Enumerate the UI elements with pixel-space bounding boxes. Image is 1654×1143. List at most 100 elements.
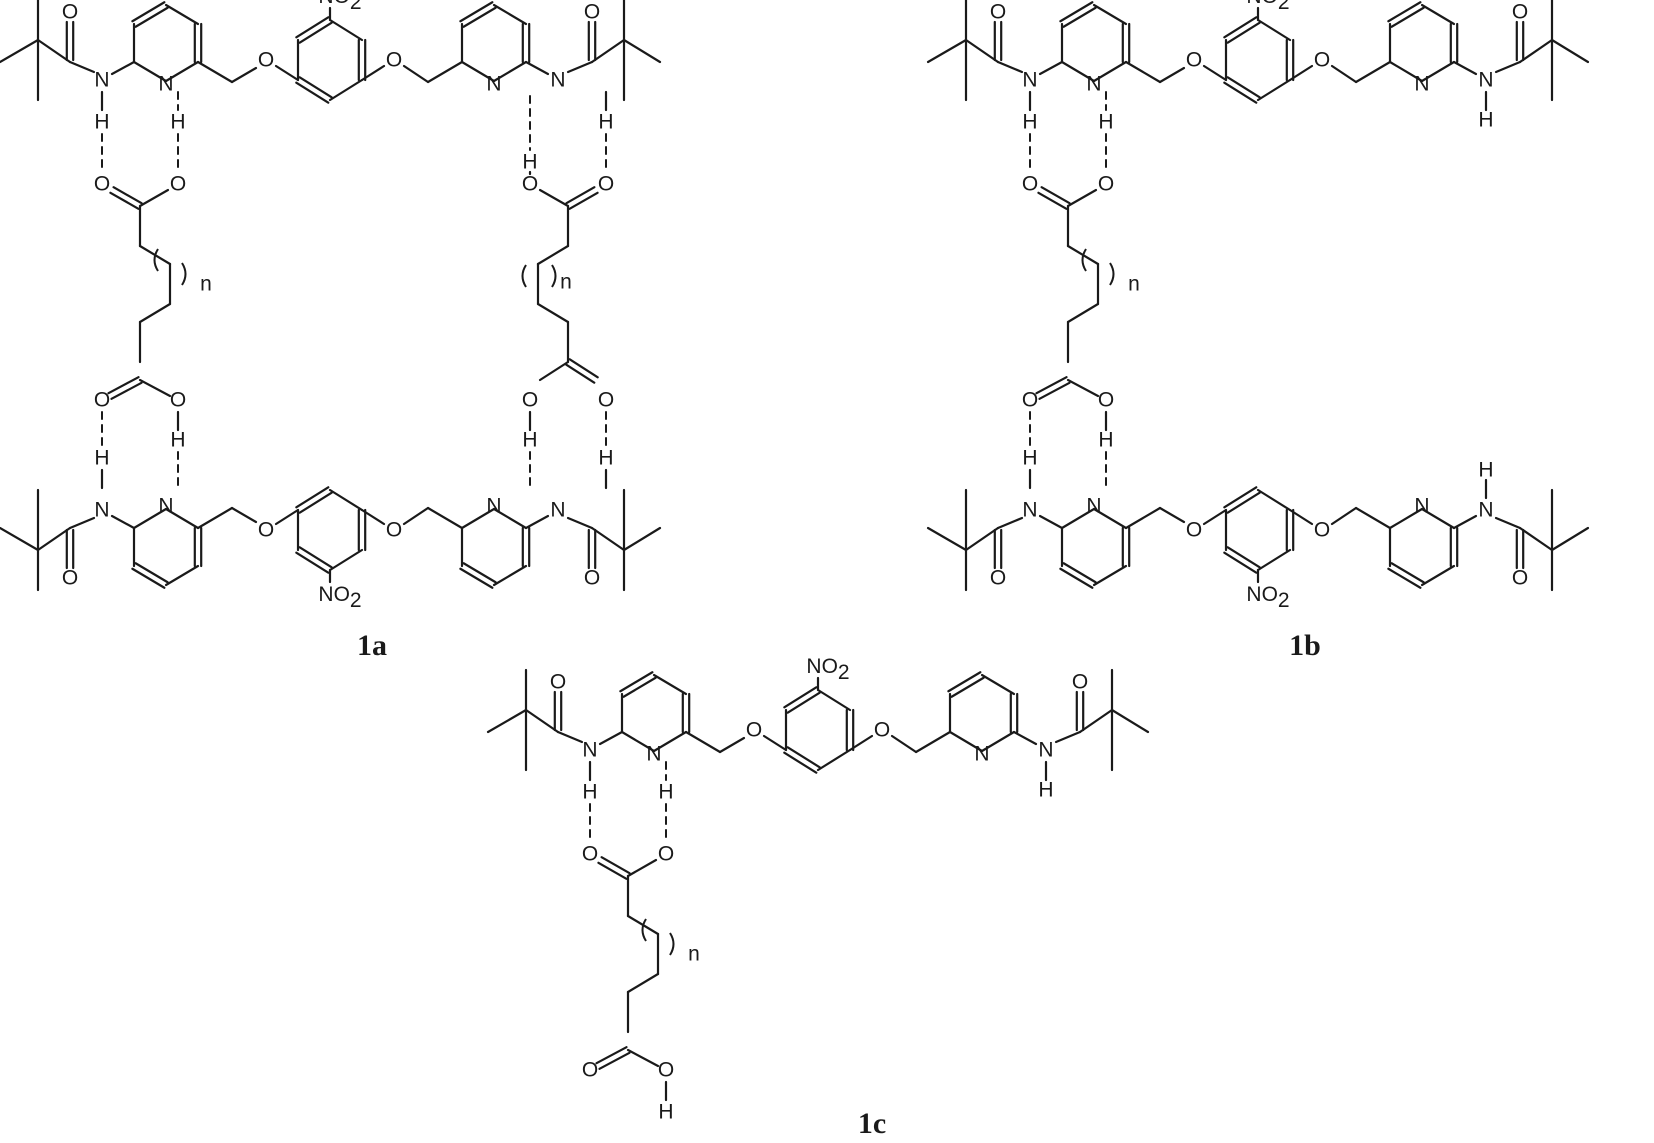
bond: [1202, 64, 1228, 82]
nitro-group-label: NO2: [318, 583, 361, 612]
double-bond: [1387, 567, 1422, 589]
carbonyl-o-label: O: [1512, 567, 1528, 590]
acid-bond: [1066, 378, 1100, 398]
bond: [1256, 548, 1292, 572]
double-bond: [1226, 491, 1261, 514]
bond: [926, 526, 968, 552]
bond: [848, 734, 874, 752]
bond: [1092, 3, 1128, 26]
bond: [598, 730, 624, 746]
bond: [980, 730, 1016, 753]
hydrogen-label: H: [94, 111, 109, 134]
repeat-index-label: n: [688, 943, 700, 966]
bond: [1452, 60, 1478, 76]
bond: [1452, 514, 1478, 530]
caption-1c: 1c: [858, 1107, 886, 1140]
caption-1a: 1a: [357, 629, 387, 662]
hydrogen-label: H: [1098, 111, 1113, 134]
bond: [996, 60, 1024, 74]
bond: [1158, 506, 1186, 524]
double-bond: [131, 567, 166, 589]
bond: [816, 688, 852, 712]
double-bond: [459, 567, 494, 589]
bond: [684, 730, 722, 754]
bond: [426, 506, 464, 530]
ether-o-label: O: [1314, 49, 1330, 72]
acid-hydroxyl-o-label: O: [658, 1059, 674, 1082]
carbonyl-o-label: O: [584, 1, 600, 24]
bond: [486, 708, 528, 734]
repeat-bracket: [1109, 262, 1115, 286]
double-bond: [134, 562, 169, 584]
double-bond: [622, 676, 657, 698]
ether-o-label: O: [386, 519, 402, 542]
ether-o-label: O: [874, 719, 890, 742]
bond: [524, 60, 550, 76]
pyridine-n-label: N: [646, 743, 661, 766]
hydrogen-label: H: [1022, 111, 1037, 134]
acid-carbonyl-o-label: O: [94, 173, 110, 196]
chain-bond: [536, 244, 570, 266]
double-bond: [1223, 486, 1258, 509]
bond: [652, 730, 688, 753]
acid-bond: [138, 188, 170, 208]
bond: [652, 673, 688, 696]
acid-hydroxyl-o-label: O: [658, 843, 674, 866]
bond: [556, 730, 584, 744]
acid-bond: [138, 378, 172, 398]
amide-n-label: N: [94, 499, 109, 522]
bond: [164, 3, 200, 26]
hydrogen-label: H: [1478, 459, 1493, 482]
acid-hydroxyl-o-label: O: [522, 389, 538, 412]
chain-bond: [626, 972, 660, 994]
acid-carbonyl-o-label: O: [582, 843, 598, 866]
ether-o-label: O: [1186, 519, 1202, 542]
bond: [1494, 60, 1522, 74]
bond: [1092, 507, 1128, 530]
bond: [524, 708, 560, 734]
bond: [980, 673, 1016, 696]
amide-n-label: N: [1038, 739, 1053, 762]
bond: [274, 508, 300, 526]
acid-double-bond: [110, 381, 143, 400]
ether-o-label: O: [258, 49, 274, 72]
acid-double-bond: [1040, 186, 1071, 205]
bond: [1494, 516, 1522, 530]
bond: [816, 748, 852, 772]
bond: [622, 526, 662, 552]
double-bond: [295, 81, 330, 104]
carbonyl-o-label: O: [990, 567, 1006, 590]
double-bond: [1223, 16, 1258, 39]
bond: [890, 734, 918, 754]
bond: [68, 60, 96, 74]
bond: [1288, 508, 1314, 526]
bond: [524, 514, 550, 530]
repeat-bracket: [153, 248, 159, 272]
hydrogen-label: H: [522, 151, 537, 174]
double-bond: [786, 746, 821, 769]
bond: [926, 38, 968, 64]
bond: [1124, 60, 1162, 84]
nitro-group-label: NO2: [806, 655, 849, 684]
repeat-bracket: [641, 918, 647, 942]
acid-bond: [538, 188, 570, 208]
carbonyl-o-label: O: [1072, 671, 1088, 694]
double-bond: [947, 671, 982, 693]
acid-double-bond: [1035, 376, 1068, 395]
acid-double-bond: [598, 1051, 631, 1070]
double-bond: [1390, 6, 1425, 28]
hydrogen-label: H: [170, 111, 185, 134]
double-bond: [134, 6, 169, 28]
hydrogen-label: H: [582, 781, 597, 804]
bond: [1012, 730, 1038, 746]
acid-carbonyl-o-label: O: [1022, 389, 1038, 412]
bond: [36, 526, 72, 552]
bond: [620, 730, 656, 753]
acid-double-bond: [112, 186, 143, 205]
acid-double-bond: [600, 856, 631, 875]
bond: [1092, 60, 1128, 83]
acid-bond: [1066, 188, 1098, 208]
carbonyl-o-label: O: [550, 671, 566, 694]
double-bond: [298, 76, 333, 99]
bond: [1110, 708, 1150, 734]
